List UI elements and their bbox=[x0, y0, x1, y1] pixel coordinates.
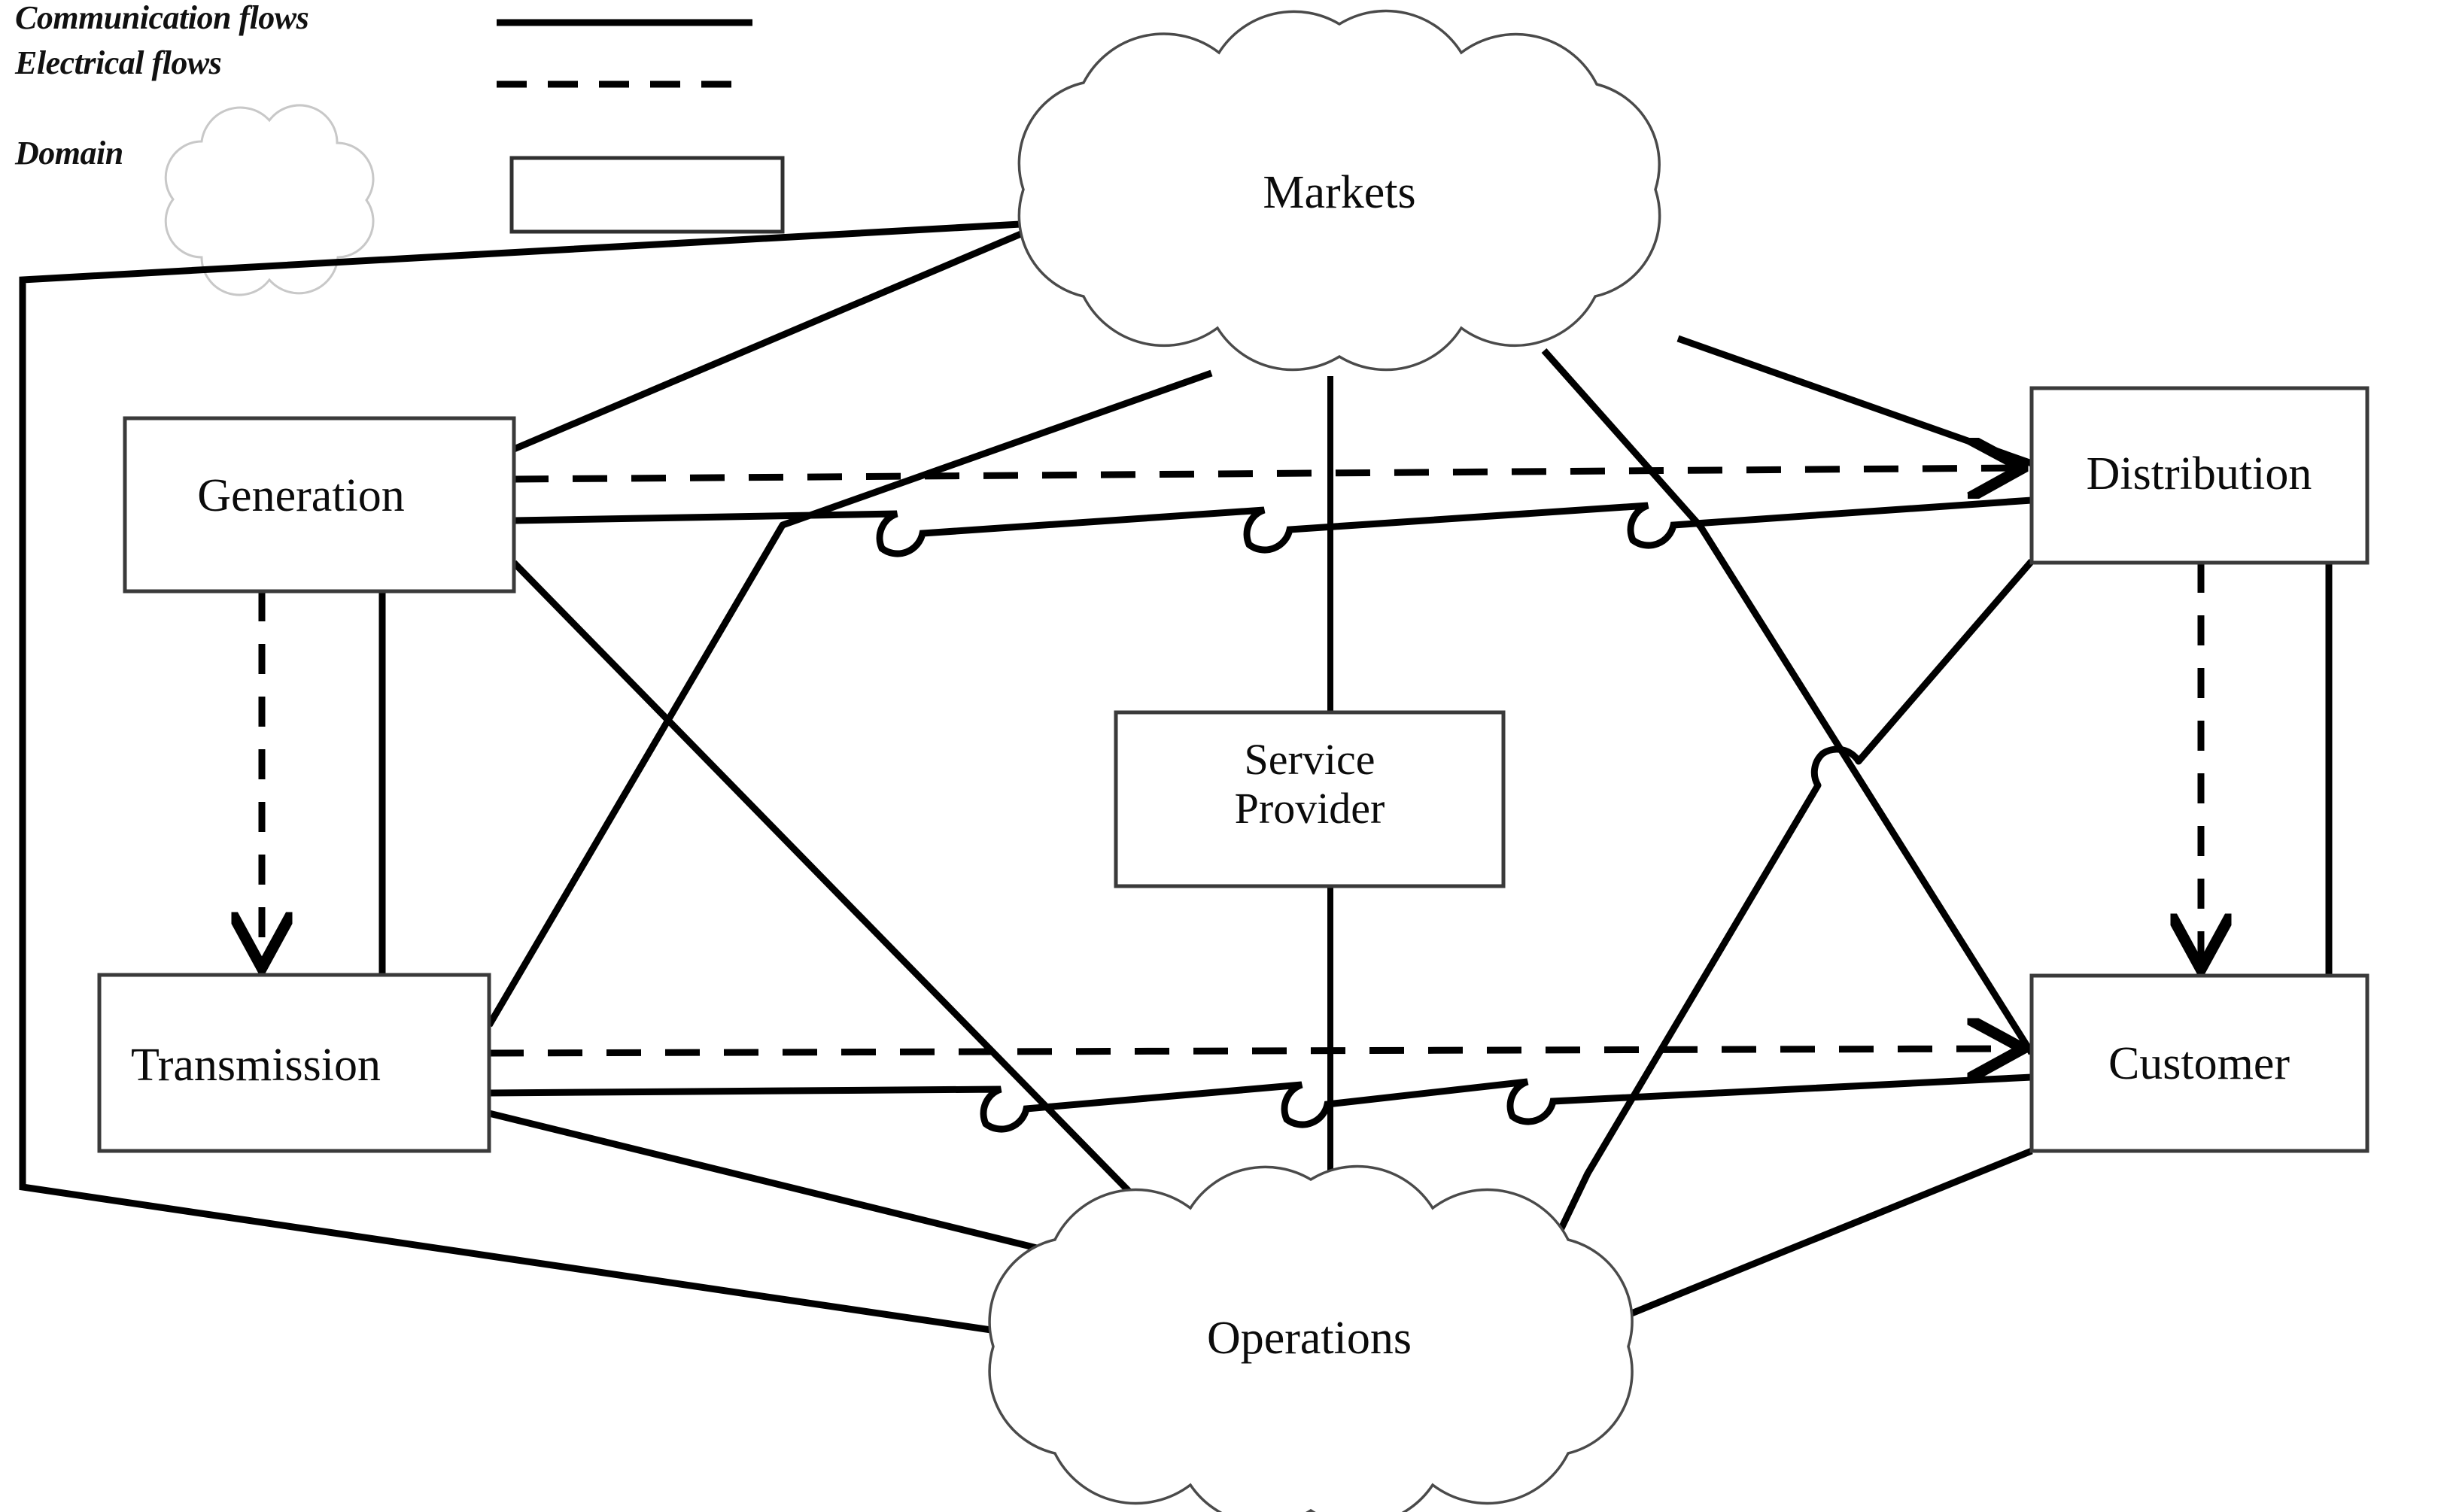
edge-electrical-generation-distribution bbox=[513, 468, 2018, 479]
hit-generation[interactable] bbox=[125, 418, 514, 591]
legend-label-domain: Domain bbox=[15, 135, 123, 172]
edge-generation-distribution bbox=[513, 496, 2032, 557]
node-markets[interactable] bbox=[1017, 9, 1661, 372]
legend-label-communication-flows: Communication flows bbox=[15, 0, 309, 36]
node-service-provider[interactable] bbox=[1114, 710, 1506, 888]
edge-markets-operations bbox=[19, 219, 1063, 1344]
edge-generation-operations bbox=[511, 560, 1159, 1222]
hit-customer[interactable] bbox=[2032, 976, 2367, 1151]
hit-transmission[interactable] bbox=[99, 975, 489, 1151]
edge-transmission-operations bbox=[488, 1110, 1047, 1254]
edge-distribution-operations bbox=[1548, 559, 2035, 1250]
hit-operations[interactable] bbox=[993, 1180, 1628, 1510]
node-generation[interactable] bbox=[123, 416, 516, 594]
hit-distribution[interactable] bbox=[2032, 388, 2367, 563]
hit-service-provider[interactable] bbox=[1116, 712, 1503, 886]
edge-markets-generation bbox=[512, 219, 1049, 453]
legend-sample-box-shape bbox=[509, 156, 785, 234]
hit-markets[interactable] bbox=[1023, 24, 1655, 357]
edge-markets-customer bbox=[1541, 348, 2035, 1055]
edge-markets-transmission bbox=[486, 369, 1213, 1028]
node-distribution[interactable] bbox=[2029, 386, 2369, 565]
edge-electrical-transmission-customer bbox=[488, 1049, 2018, 1053]
node-operations[interactable] bbox=[988, 1164, 1634, 1512]
edge-transmission-customer bbox=[488, 1073, 2032, 1133]
legend-sample-cloud-shape bbox=[164, 104, 375, 296]
edge-markets-distribution bbox=[1676, 335, 2033, 467]
node-customer[interactable] bbox=[2029, 973, 2369, 1153]
legend-label-electrical-flows: Electrical flows bbox=[15, 44, 222, 81]
node-transmission[interactable] bbox=[97, 973, 491, 1153]
